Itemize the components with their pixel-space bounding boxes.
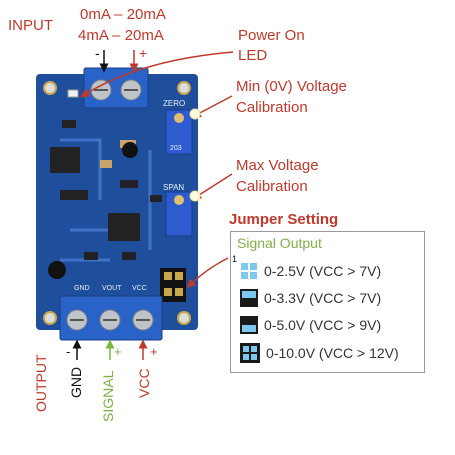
input-label: INPUT [8, 17, 53, 34]
jumper-row-label: 0-10.0V (VCC > 12V) [266, 345, 399, 361]
gnd-label: GND [68, 366, 84, 398]
jumper-row-10-0v: 0-10.0V (VCC > 12V) [240, 343, 399, 363]
min-voltage-label: Min (0V) Voltage [236, 78, 347, 95]
mount-hole [43, 81, 57, 95]
capacitor [122, 142, 138, 158]
power-on-label: Power On [238, 27, 305, 44]
power-led [67, 89, 79, 98]
jumper-config-icon [240, 262, 258, 280]
silk-vcc: VCC [132, 285, 147, 292]
power-led-label: LED [238, 47, 268, 64]
jumper-row-5-0v: 0-5.0V (VCC > 9V) [240, 316, 381, 334]
jumper-setting-title: Jumper Setting [229, 211, 339, 228]
vcc-polarity: + [150, 344, 158, 359]
vcc-label: VCC [136, 368, 152, 398]
span-pot-pointer [192, 173, 233, 200]
jumper-row-2-5v: 0-2.5V (VCC > 7V) [240, 262, 381, 280]
pin-one-marker: 1 [232, 254, 238, 264]
jumper-config-icon [240, 316, 258, 334]
silk-zero: ZERO [163, 99, 185, 108]
input-minus-sign: - [95, 45, 100, 61]
silk-vout: VOUT [102, 285, 122, 292]
mount-hole [43, 311, 57, 325]
mount-hole [177, 81, 191, 95]
jumper-row-label: 0-5.0V (VCC > 9V) [264, 317, 382, 333]
input-range-4-20: 4mA – 20mA [78, 27, 164, 44]
jumper-row-label: 0-2.5V (VCC > 7V) [264, 263, 382, 279]
mount-hole [177, 311, 191, 325]
jumper-config-icon [240, 343, 260, 363]
capacitor [48, 261, 66, 279]
max-voltage-label: Max Voltage [236, 157, 319, 174]
ic-chip [108, 213, 140, 241]
input-plus-sign: + [139, 45, 148, 61]
max-calibration-label: Calibration [236, 178, 308, 195]
input-range-0-20: 0mA – 20mA [80, 6, 166, 23]
silk-span: SPAN [163, 183, 184, 192]
silk-gnd: GND [74, 285, 90, 292]
gnd-polarity: - [66, 344, 71, 359]
zero-pot-pointer [192, 95, 233, 118]
signal-output-heading: Signal Output [237, 235, 322, 251]
min-calibration-label: Calibration [236, 99, 308, 116]
output-label: OUTPUT [33, 354, 49, 412]
ic-chip [50, 147, 80, 173]
jumper-row-label: 0-3.3V (VCC > 7V) [264, 290, 382, 306]
signal-polarity: + [114, 344, 122, 359]
pcb-board [36, 74, 198, 330]
jumper-setting-box [230, 231, 425, 373]
jumper-config-icon [240, 289, 258, 307]
power-led-pointer [80, 51, 234, 98]
jumper-row-3-3v: 0-3.3V (VCC > 7V) [240, 289, 381, 307]
jumper-pointer [186, 257, 229, 289]
signal-label: SIGNAL [100, 370, 116, 422]
svg-text:203: 203 [170, 145, 182, 152]
